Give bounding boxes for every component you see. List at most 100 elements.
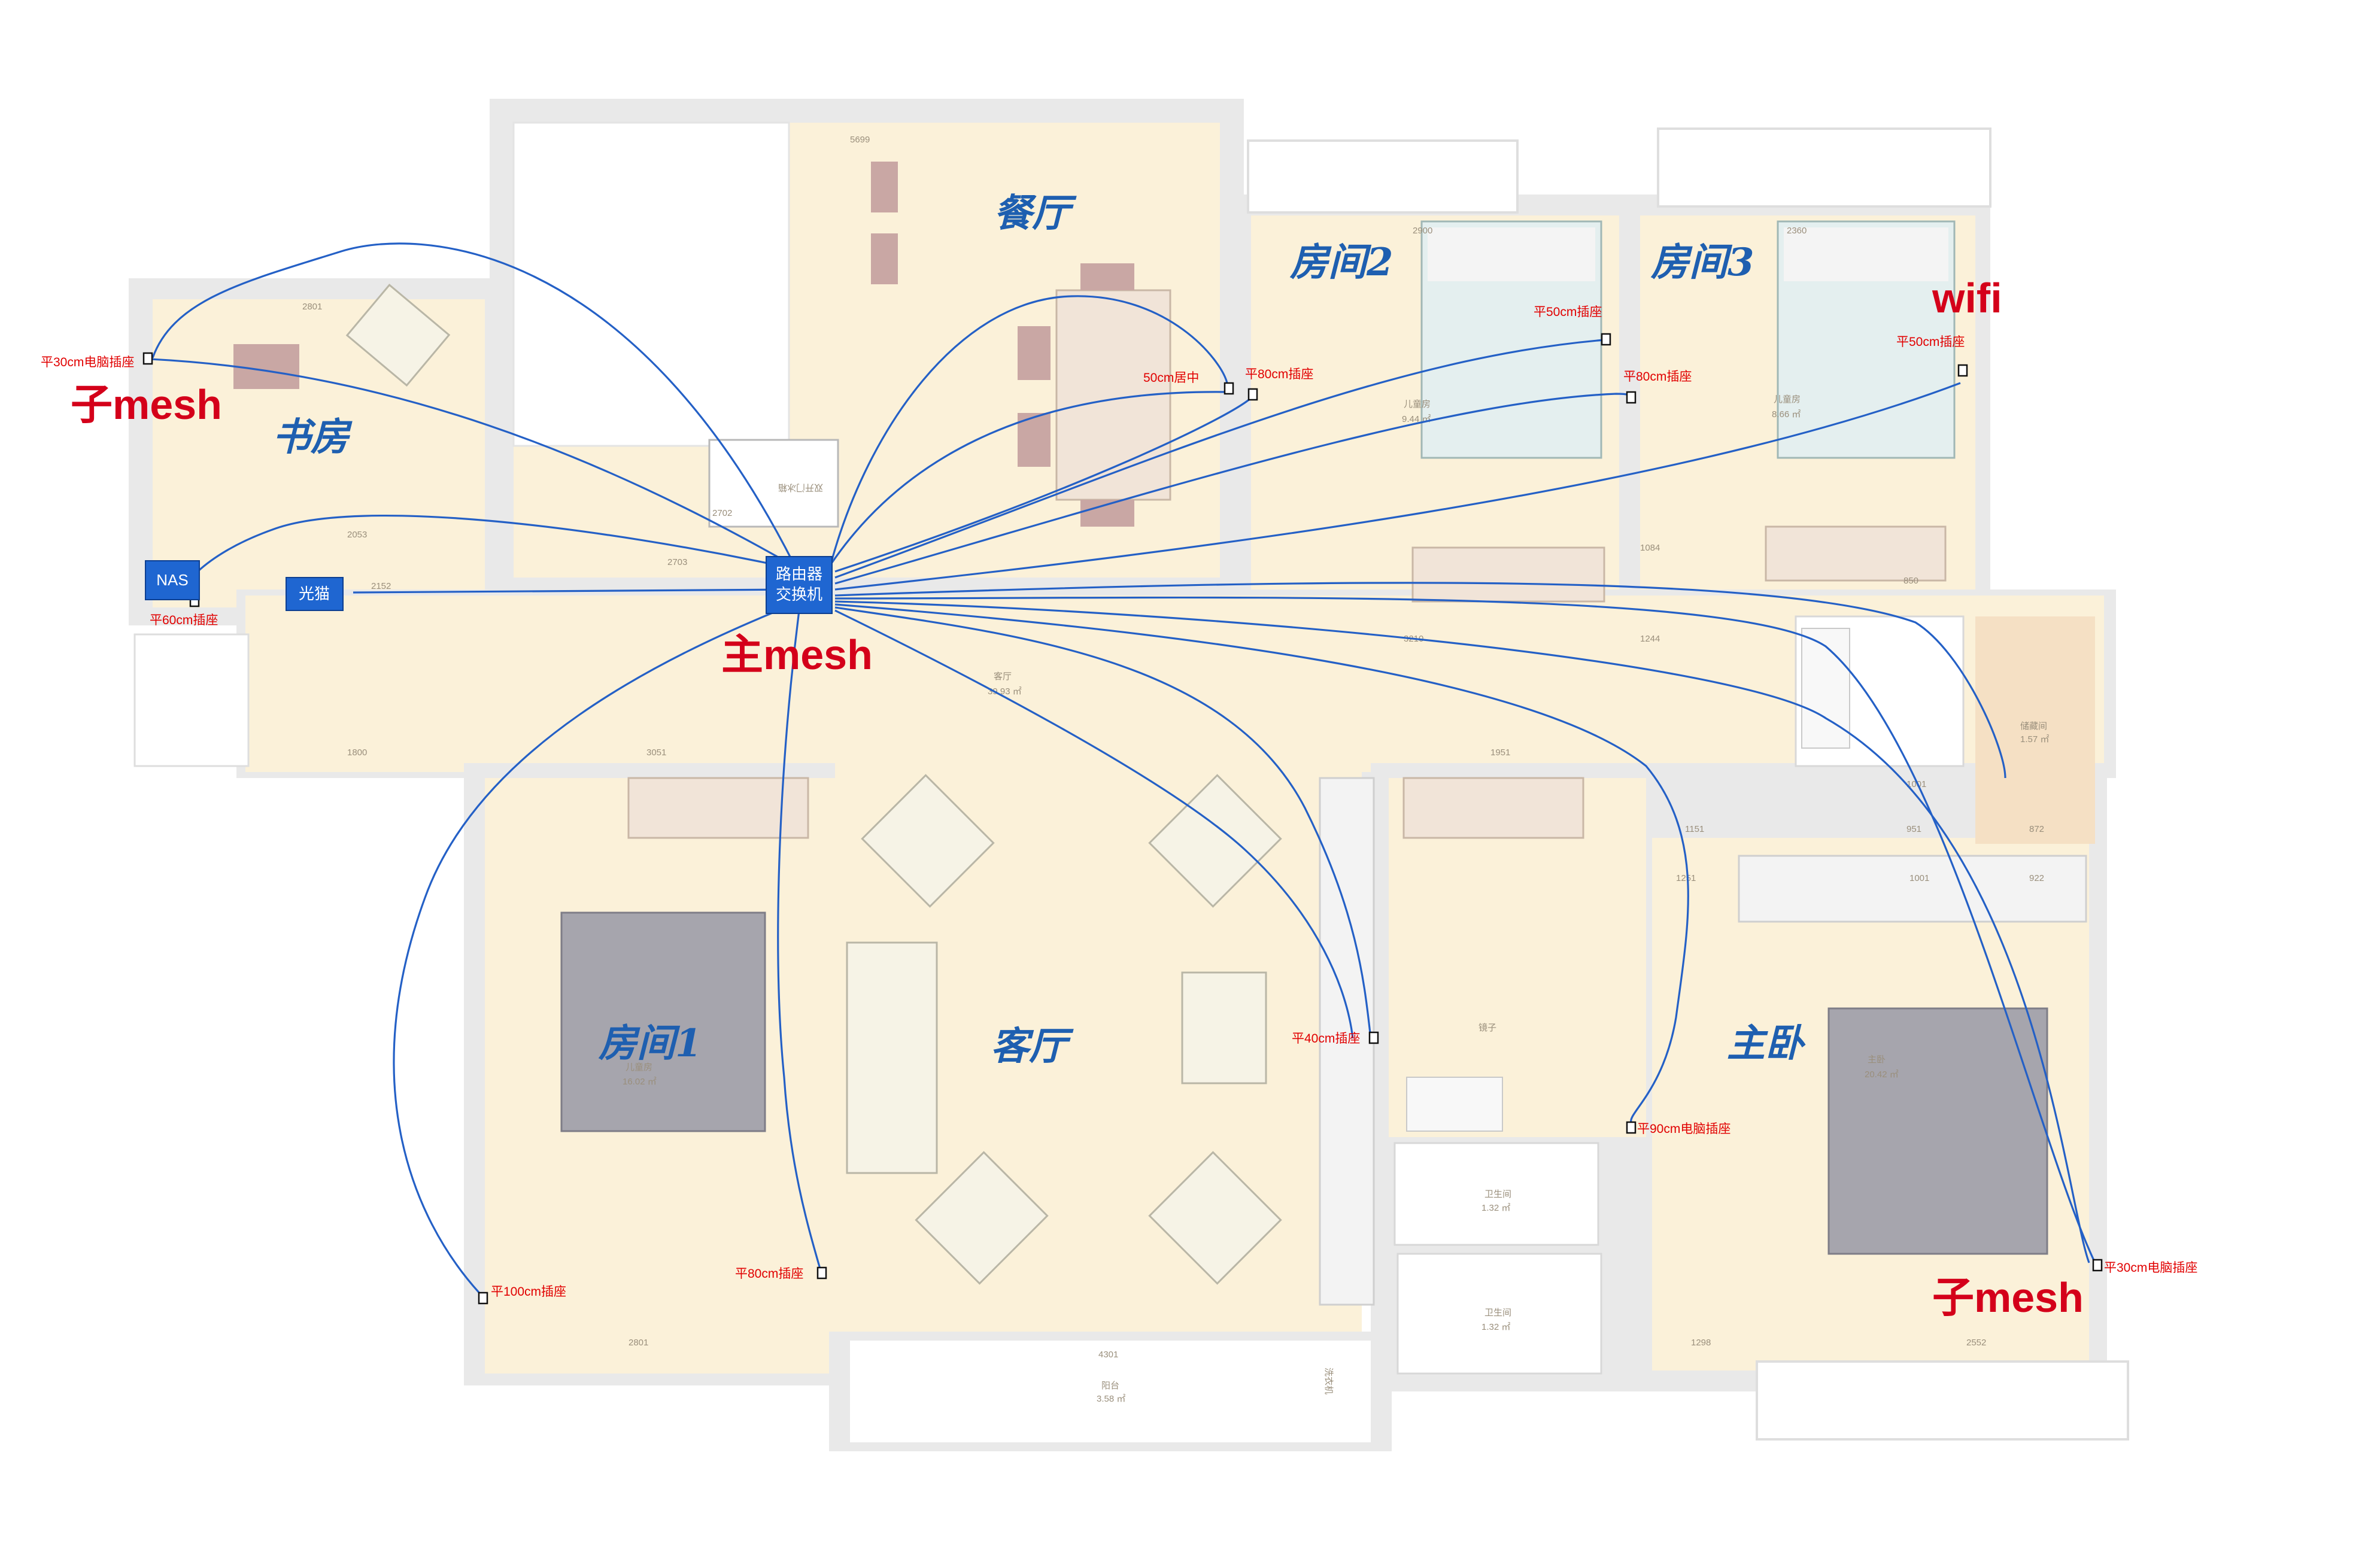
dimension: 2552 (1966, 1338, 1986, 1348)
dimension: 850 (1903, 576, 1918, 586)
cable-room2-wall (834, 397, 1252, 573)
room1-area-label: 儿童房 (626, 1062, 652, 1072)
router-label: 路由器 (776, 565, 822, 583)
cable-storage (834, 582, 2006, 779)
floorplan-annotations: 双开门冰箱 镜子 洗衣机 客厅 39.93 ㎡ 主卧 20.42 ㎡ 儿童房 1… (623, 394, 2049, 1404)
outlet-master-door (1626, 1121, 1637, 1134)
master-area-size: 20.42 ㎡ (1865, 1069, 1899, 1080)
room3-area-size: 8.66 ㎡ (1772, 409, 1801, 420)
outlet-label-room2-bed: 平50cm插座 (1534, 305, 1602, 319)
cable-room1-bed (777, 610, 821, 1269)
room2-area-label: 儿童房 (1404, 399, 1431, 409)
fridge-label: 双开门冰箱 (778, 482, 823, 493)
cable-living (834, 606, 1372, 1039)
dimension: 2152 (371, 581, 391, 591)
main-mesh-label: 主mesh (721, 631, 873, 678)
room-label-living: 客厅 (991, 1024, 1074, 1069)
dimension: 951 (1906, 824, 1921, 834)
modem-label: 光猫 (299, 585, 330, 603)
dimension: 1151 (1685, 824, 1704, 834)
outlet-room3-bed (1957, 364, 1968, 377)
master-area-label: 主卧 (1868, 1055, 1886, 1065)
dimension: 1298 (1691, 1338, 1711, 1348)
dimension: 1001 (1909, 873, 1929, 883)
cable-study-top (151, 242, 794, 563)
living-area-label: 客厅 (994, 671, 1012, 682)
dimension: 1800 (347, 747, 367, 758)
switch-label: 交换机 (776, 585, 822, 603)
cable-room3-wall (834, 393, 1632, 585)
dimension: 2801 (302, 302, 322, 312)
cable-dining (831, 391, 1228, 563)
nas-label: NAS (156, 571, 188, 589)
network-devices: 路由器 交换机 NAS 光猫 主mesh 子mesh 子mesh wifi (71, 275, 2084, 1321)
dimension: 1251 (1676, 873, 1696, 883)
outlet-room2-bed (1601, 333, 1611, 346)
dimension: 1244 (1640, 634, 1660, 644)
sub-mesh-study-label: 子mesh (71, 381, 222, 428)
balcony-label: 阳台 (1101, 1381, 1119, 1391)
living-area-size: 39.93 ㎡ (988, 686, 1022, 697)
storage-size: 1.57 ㎡ (2020, 734, 2049, 745)
outlet-room1-side (478, 1292, 488, 1305)
dimension: 2053 (347, 530, 367, 540)
outlet-label-study: 平30cm电脑插座 (41, 355, 134, 369)
bath1-size: 1.32 ㎡ (1481, 1203, 1510, 1213)
dimension: 4301 (1098, 1350, 1118, 1360)
room-labels: 餐厅 房间2 房间3 书房 客厅 房间1 主卧 (272, 191, 1806, 1069)
bath2-size: 1.32 ㎡ (1481, 1322, 1510, 1332)
router-switch-box: 路由器 交换机 (766, 556, 833, 614)
balcony-size: 3.58 ㎡ (1097, 1394, 1125, 1404)
furniture (233, 162, 2087, 1306)
bath1-label: 卫生间 (1484, 1189, 1511, 1199)
modem-box: 光猫 (286, 577, 344, 611)
washer-label: 洗衣机 (1323, 1368, 1334, 1394)
network-cables (149, 242, 2096, 1297)
room3-area-label: 儿童房 (1774, 394, 1801, 405)
bath2-label: 卫生间 (1484, 1308, 1511, 1318)
room-label-study: 书房 (272, 415, 353, 460)
dimension: 2360 (1787, 226, 1807, 236)
dimension-labels: 5699 2801 2053 2702 2703 3210 1244 1084 … (302, 135, 2044, 1360)
outlet-label-dining: 50cm居中 (1143, 371, 1199, 385)
outlet-room2-wall (1247, 388, 1258, 401)
cable-room1-side (393, 603, 794, 1297)
outlet-dining (1224, 382, 1234, 395)
outlet-label-room3-wall: 平80cm插座 (1623, 370, 1692, 384)
cable-master-wide (834, 600, 2090, 1263)
cable-nas (193, 514, 794, 576)
sub-mesh-master-label: 子mesh (1932, 1274, 2084, 1321)
dimension: 2703 (667, 557, 687, 567)
dimension: 2801 (629, 1338, 648, 1348)
outlet-label-nas: 平60cm插座 (150, 613, 218, 627)
outlet-room1-bed (816, 1266, 827, 1280)
outlet-label-room2-wall: 平80cm插座 (1245, 367, 1313, 381)
cable-dining-top (831, 295, 1228, 560)
outlet-label-room1-side: 平100cm插座 (491, 1285, 566, 1299)
nas-box: NAS (145, 560, 200, 600)
room-label-room1: 房间1 (598, 1021, 702, 1066)
room-label-dining: 餐厅 (994, 191, 1077, 236)
cable-study (149, 358, 794, 567)
outlet-label-master-bed: 平30cm电脑插座 (2104, 1261, 2197, 1275)
dimension: 1951 (1490, 747, 1510, 758)
cable-living-inner (834, 609, 1354, 1039)
cable-modem (353, 588, 794, 594)
dimension: 872 (2029, 824, 2044, 834)
room-label-room3: 房间3 (1650, 240, 1754, 285)
outlet-label-master-door: 平90cm电脑插座 (1637, 1122, 1731, 1136)
storage-label: 储藏间 (2020, 721, 2047, 731)
dimension: 2900 (1413, 226, 1432, 236)
outlet-room3-wall (1626, 391, 1637, 404)
cable-room2-bed (834, 339, 1605, 579)
dimension: 3051 (646, 747, 666, 758)
outlet-label-living: 平40cm插座 (1292, 1032, 1360, 1046)
dimension: 1084 (1640, 543, 1660, 553)
room1-area-size: 16.02 ㎡ (623, 1077, 657, 1087)
room-label-master: 主卧 (1727, 1021, 1806, 1066)
cable-room3-bed (834, 382, 1961, 591)
dimension: 2702 (712, 508, 732, 518)
room-label-room2: 房间2 (1289, 240, 1394, 285)
cable-master-bed (834, 596, 2096, 1263)
